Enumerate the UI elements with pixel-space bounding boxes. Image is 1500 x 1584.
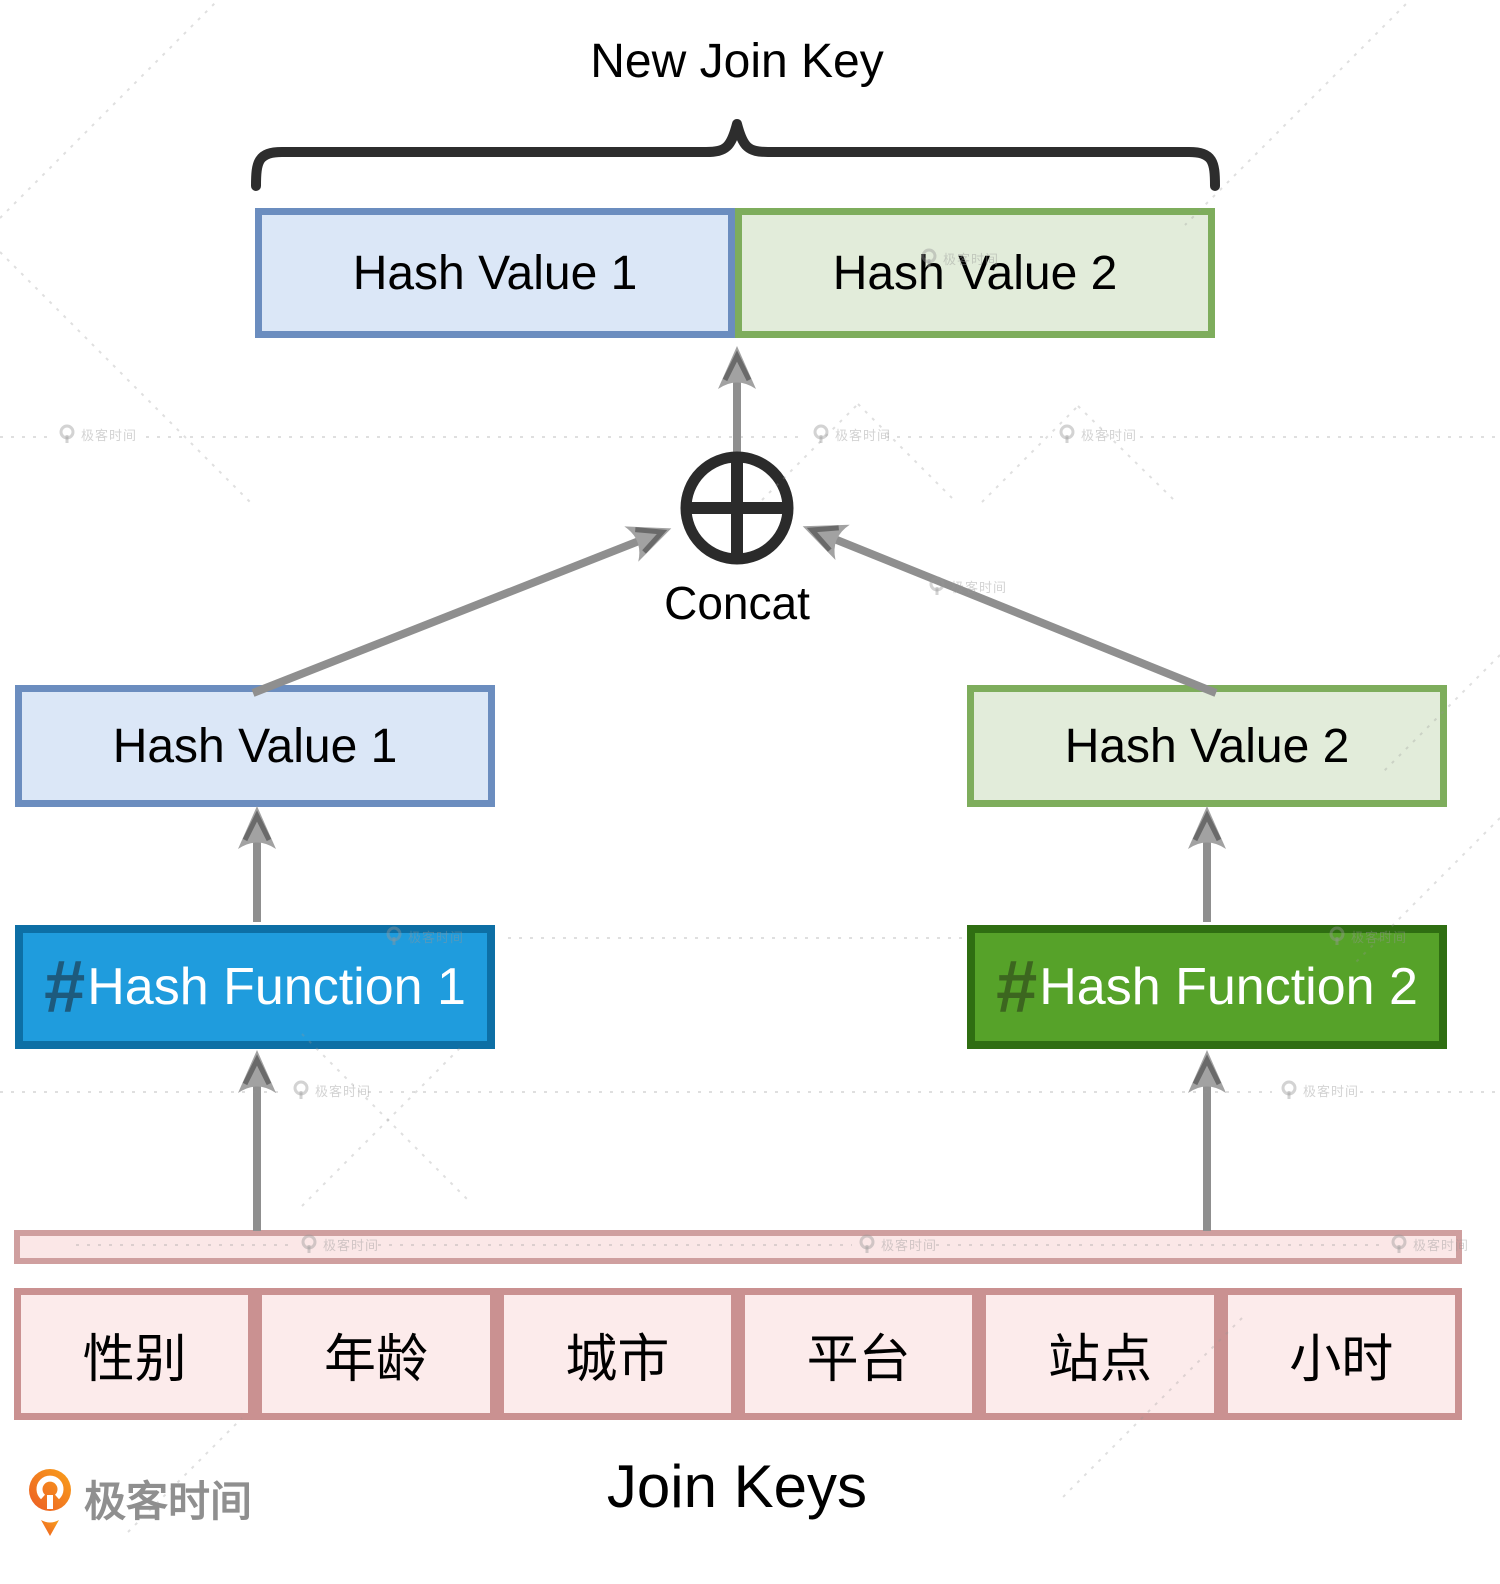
geektime-watermark-icon	[1281, 1080, 1297, 1099]
geektime-watermark-icon	[386, 926, 402, 945]
new-key-hash-value-2-label: Hash Value 2	[832, 246, 1118, 300]
geektime-watermark: 极客时间	[920, 248, 999, 268]
geektime-logo: 极客时间	[28, 1468, 252, 1536]
geektime-watermark-icon	[1391, 1234, 1407, 1253]
geektime-watermark-icon	[1329, 926, 1345, 945]
hash-icon: #	[996, 945, 1038, 1028]
geektime-watermark: 极客时间	[1058, 424, 1137, 444]
geektime-watermark-icon	[929, 576, 945, 595]
geektime-watermark-icon	[59, 424, 75, 443]
hash-value-2-box: Hash Value 2	[967, 685, 1447, 807]
join-key-cell: 平台	[737, 1288, 980, 1420]
geektime-watermark-icon	[859, 1234, 875, 1253]
page-title: New Join Key	[590, 35, 884, 88]
join-keys-header-strip	[14, 1230, 1462, 1264]
join-key-cell: 性别	[14, 1288, 256, 1420]
geektime-logo-text: 极客时间	[84, 1478, 253, 1525]
geektime-watermark: 极客时间	[928, 576, 1007, 596]
geektime-watermark-icon	[1059, 424, 1075, 443]
geektime-watermark: 极客时间	[1328, 926, 1407, 946]
join-key-cell: 站点	[979, 1288, 1221, 1420]
new-key-hash-value-1-label: Hash Value 1	[352, 246, 638, 300]
geektime-watermark: 极客时间	[1280, 1080, 1359, 1100]
concat-plus-icon	[680, 451, 794, 565]
geektime-watermark-icon	[301, 1234, 317, 1253]
geektime-logo-icon	[29, 1469, 71, 1536]
concat-label: Concat	[664, 577, 810, 629]
hash-icon: #	[44, 945, 86, 1028]
geektime-watermark: 极客时间	[812, 424, 891, 444]
hash-function-2-label: Hash Function 2	[1039, 958, 1418, 1016]
geektime-watermark-icon	[813, 424, 829, 443]
geektime-watermark: 极客时间	[58, 424, 137, 444]
hash-value-2-label: Hash Value 2	[1064, 719, 1350, 773]
join-key-cell: 城市	[496, 1288, 738, 1420]
join-keys-caption: Join Keys	[606, 1453, 868, 1520]
join-keys-row: 性别 年龄 城市 平台 站点 小时	[14, 1288, 1462, 1420]
geektime-watermark: 极客时间	[1390, 1234, 1469, 1254]
join-key-cell: 年龄	[255, 1288, 497, 1420]
hash-function-2-box: # Hash Function 2	[967, 925, 1447, 1049]
geektime-watermark: 极客时间	[385, 926, 464, 946]
new-key-hash-value-1-box: Hash Value 1	[255, 208, 735, 338]
geektime-watermark: 极客时间	[858, 1234, 937, 1254]
geektime-watermark-icon	[921, 248, 937, 267]
new-key-hash-value-2-box: Hash Value 2	[735, 208, 1215, 338]
geektime-watermark-icon	[293, 1080, 309, 1099]
geektime-watermark: 极客时间	[300, 1234, 379, 1254]
hash-value-1-box: Hash Value 1	[15, 685, 495, 807]
hash-function-1-label: Hash Function 1	[87, 958, 466, 1016]
hash-function-1-box: # Hash Function 1	[15, 925, 495, 1049]
geektime-watermark: 极客时间	[292, 1080, 371, 1100]
hash-value-1-label: Hash Value 1	[112, 719, 398, 773]
join-key-cell: 小时	[1220, 1288, 1462, 1420]
curly-brace	[251, 119, 1220, 191]
